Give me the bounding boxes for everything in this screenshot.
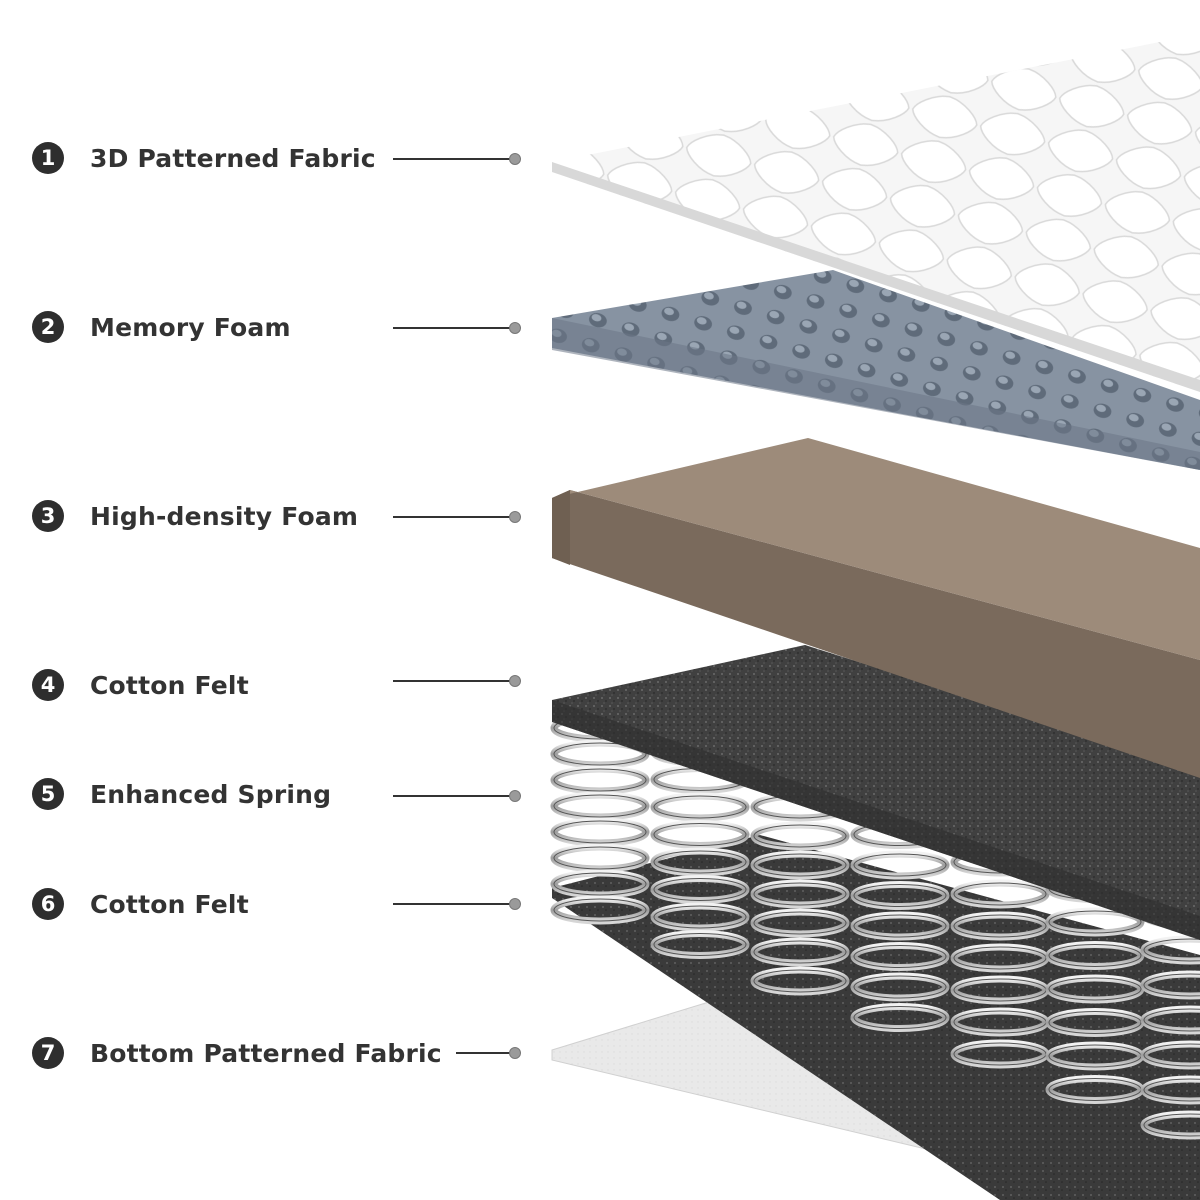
layer-name: High-density Foam [90, 501, 359, 531]
layer-name: Memory Foam [90, 312, 291, 342]
leader-dot [509, 153, 521, 165]
layer-label-2: 2 Memory Foam [32, 309, 291, 345]
layer-5-enhanced-springs [550, 713, 1200, 1140]
layer-number-badge: 7 [32, 1037, 64, 1069]
leader-dot [509, 675, 521, 687]
leader-line [393, 158, 515, 160]
leader-line [393, 680, 515, 682]
layer-1-3d-patterned-fabric [552, 38, 1200, 392]
layer-name: Enhanced Spring [90, 779, 332, 809]
leader-dot [509, 1047, 521, 1059]
leader-dot [509, 790, 521, 802]
leader-dot [509, 322, 521, 334]
layer-number-badge: 1 [32, 142, 64, 174]
layer-name: Bottom Patterned Fabric [90, 1038, 442, 1068]
layer-name: 3D Patterned Fabric [90, 143, 376, 173]
leader-dot [509, 898, 521, 910]
layer-number-badge: 3 [32, 500, 64, 532]
layer-label-1: 1 3D Patterned Fabric [32, 140, 376, 176]
layer-label-6: 6 Cotton Felt [32, 886, 249, 922]
leader-dot [509, 511, 521, 523]
layer-label-4: 4 Cotton Felt [32, 667, 249, 703]
leader-line [393, 327, 515, 329]
layer-3-high-density-foam [552, 438, 1200, 778]
layer-name: Cotton Felt [90, 670, 249, 700]
layer-name: Cotton Felt [90, 889, 249, 919]
layer-number-badge: 5 [32, 778, 64, 810]
leader-line [393, 516, 515, 518]
layer-number-badge: 4 [32, 669, 64, 701]
layer-2-memory-foam [552, 270, 1200, 470]
leader-line [393, 903, 515, 905]
layer-label-3: 3 High-density Foam [32, 498, 358, 534]
layer-number-badge: 2 [32, 311, 64, 343]
layer-number-badge: 6 [32, 888, 64, 920]
leader-line [393, 795, 515, 797]
layer-label-5: 5 Enhanced Spring [32, 776, 331, 812]
layer-label-7: 7 Bottom Patterned Fabric [32, 1035, 442, 1071]
leader-line [456, 1052, 515, 1054]
